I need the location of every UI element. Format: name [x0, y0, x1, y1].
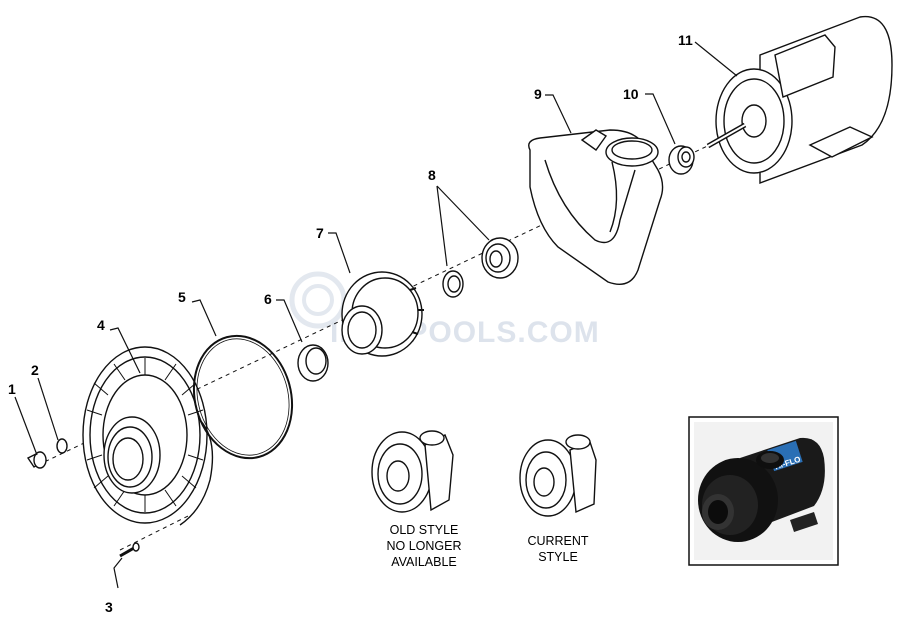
part-large-oring	[192, 334, 294, 460]
callout-4: 4	[97, 317, 105, 333]
old-style-pump-drawing	[371, 430, 454, 513]
callout-6: 6	[264, 291, 272, 307]
pump-photo-inset: HI-FLO	[688, 416, 839, 566]
current-style-pump-drawing	[519, 434, 597, 517]
part-wear-ring	[297, 344, 329, 382]
part-drain-plug	[26, 451, 48, 469]
callout-10: 10	[623, 86, 639, 102]
old-style-label-line2: NO LONGER	[386, 539, 461, 553]
callout-7: 7	[316, 225, 324, 241]
callout-11: 11	[678, 32, 693, 48]
callout-8: 8	[428, 167, 436, 183]
part-shaft-ring	[668, 145, 695, 175]
callout-9: 9	[534, 86, 542, 102]
current-style-label-line1: CURRENT	[527, 534, 588, 548]
old-style-label-line1: OLD STYLE	[390, 523, 459, 537]
callout-3: 3	[105, 599, 113, 615]
part-diffuser	[341, 271, 424, 357]
screw-axis	[119, 514, 191, 551]
callout-5: 5	[178, 289, 186, 305]
callout-1: 1	[8, 381, 16, 397]
part-screw	[119, 542, 140, 558]
leader-lines	[14, 41, 738, 589]
callout-2: 2	[31, 362, 39, 378]
part-wet-end	[528, 129, 664, 285]
part-seal-assembly	[442, 237, 519, 298]
part-drain-plug-oring	[56, 438, 68, 454]
old-style-label-line3: AVAILABLE	[391, 555, 457, 569]
part-motor	[706, 15, 893, 185]
part-faceplate	[82, 346, 214, 526]
current-style-label-line2: STYLE	[538, 550, 578, 564]
